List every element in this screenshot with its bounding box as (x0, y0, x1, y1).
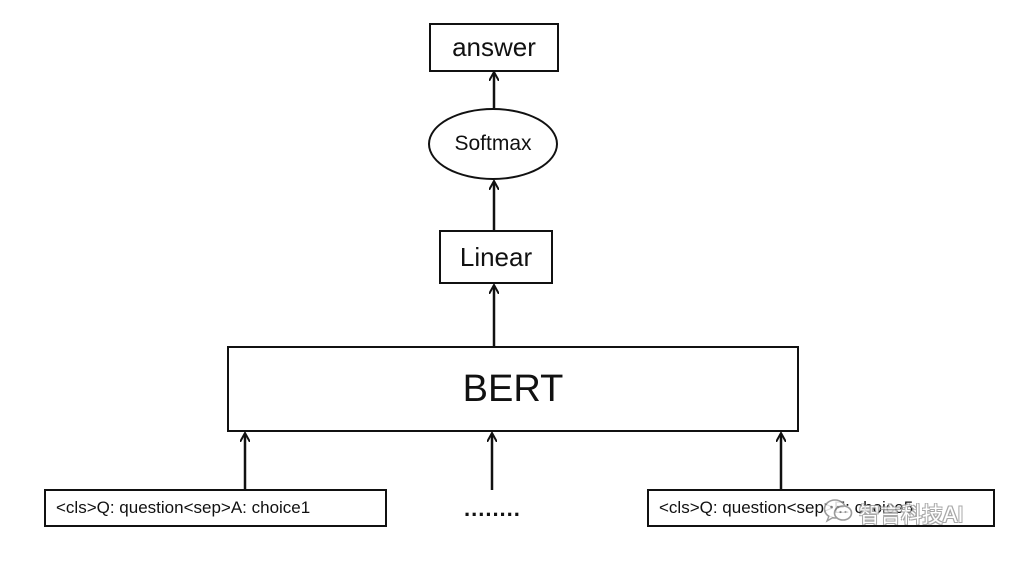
bert-label: BERT (462, 367, 564, 410)
bert-node: BERT (227, 346, 799, 432)
softmax-node: Softmax (428, 108, 558, 180)
input-choice1-label: <cls>Q: question<sep>A: choice1 (56, 498, 311, 517)
watermark-text: 智言科技AI (859, 502, 964, 527)
input-choice1: <cls>Q: question<sep>A: choice1 (44, 489, 387, 527)
watermark: 智言科技AI (823, 498, 964, 529)
answer-label: answer (452, 32, 536, 62)
answer-node: answer (429, 23, 559, 72)
ellipsis-label: ........ (464, 496, 521, 521)
wechat-logo-icon (823, 498, 853, 529)
linear-node: Linear (439, 230, 553, 284)
softmax-label: Softmax (454, 132, 532, 155)
ellipsis: ........ (464, 496, 521, 522)
linear-label: Linear (459, 241, 533, 272)
